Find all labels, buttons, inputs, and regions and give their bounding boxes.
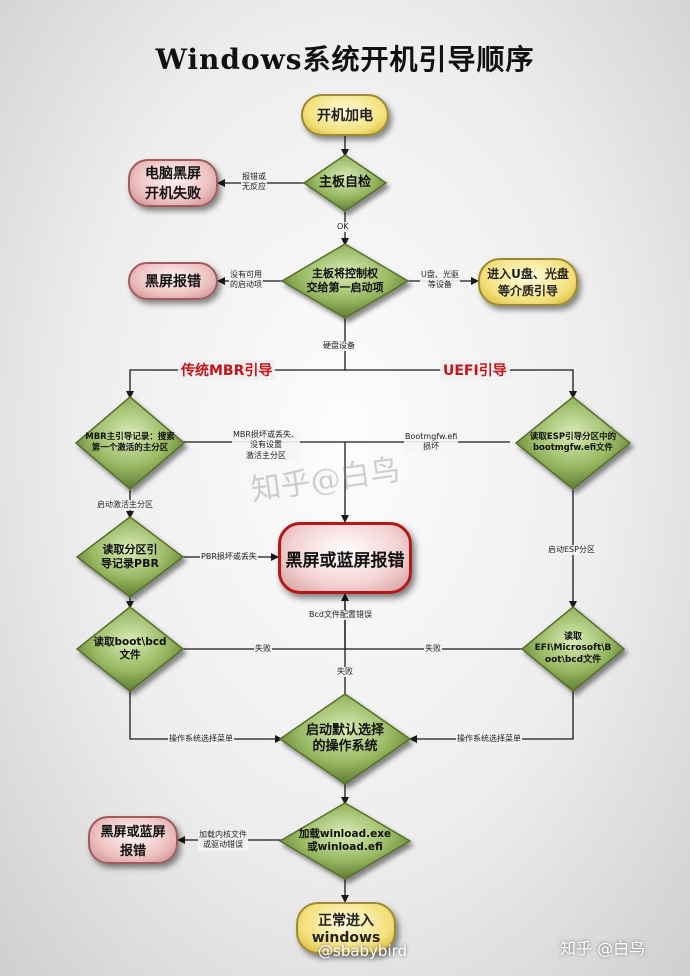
page-title: Windows系统开机引导顺序 bbox=[155, 43, 535, 76]
diamond-esp-read bbox=[514, 396, 632, 490]
edge-label-hard-disk: 硬盘设备 bbox=[322, 341, 356, 352]
edge-label-usb-cd-devices: U盘、光驱 等设备 bbox=[420, 270, 460, 291]
mobo-check-label: 主板自检 bbox=[318, 174, 371, 190]
edge-label-error-no-response: 报错或 无反应 bbox=[241, 172, 267, 193]
diamond-efi-bcd bbox=[520, 606, 626, 692]
diamond-first-boot-item bbox=[280, 243, 410, 319]
diamond-pbr-read bbox=[75, 516, 185, 598]
edge-label-fail-left: 失败 bbox=[254, 644, 272, 655]
edge-label-fail-right: 失败 bbox=[424, 644, 442, 655]
diamond-default-os bbox=[278, 693, 412, 785]
edge-label-pbr-damaged: PBR损坏或丢失 bbox=[200, 552, 258, 563]
black-screen-error-node: 黑屏报错 bbox=[128, 262, 218, 300]
efi-bcd-label: 读取 EFI\Microsoft\B oot\bcd文件 bbox=[534, 632, 612, 665]
diamond-winload bbox=[278, 802, 412, 880]
edge-label-ok: OK bbox=[336, 222, 350, 233]
diamond-mbr-read bbox=[74, 396, 186, 490]
edge-label-bcd-config-error: Bcd文件配置错误 bbox=[308, 610, 373, 621]
mbr-read-label: MBR主引导记录：搜索 第一个激活的主分区 bbox=[85, 432, 175, 453]
edge-label-os-menu-left: 操作系统选择菜单 bbox=[168, 734, 234, 745]
normal-windows-node: 正常进入 windows bbox=[296, 902, 396, 954]
black-blue-screen-error-node: 黑屏或蓝屏报错 bbox=[278, 522, 412, 594]
edge-label-kernel-error: 加载内核文件 或驱动错误 bbox=[198, 830, 248, 851]
power-on-node: 开机加电 bbox=[301, 94, 389, 136]
diamond-mobo-check bbox=[302, 154, 388, 212]
usb-cd-boot-node: 进入U盘、光盘 等介质引导 bbox=[478, 258, 578, 306]
edge-label-bootmgfw-damaged: Bootmgfw.efi 损坏 bbox=[404, 432, 459, 453]
boot-bcd-label: 读取boot\bcd 文件 bbox=[93, 635, 167, 661]
first-boot-item-label: 主板将控制权 交给第一启动项 bbox=[306, 267, 384, 294]
default-os-label: 启动默认选择 的操作系统 bbox=[305, 722, 384, 754]
black-blue-screen-error-node-2: 黑屏或蓝屏 报错 bbox=[88, 816, 178, 864]
branch-uefi-label: UEFI引导 bbox=[440, 360, 510, 380]
edge-label-os-menu-right: 操作系统选择菜单 bbox=[456, 734, 522, 745]
edge-label-fail-center: 失败 bbox=[336, 667, 354, 678]
edge-label-no-boot-item: 没有可用 的启动项 bbox=[229, 270, 263, 291]
winload-label: 加载winload.exe 或winload.efi bbox=[298, 827, 392, 853]
pbr-read-label: 读取分区引 导记录PBR bbox=[101, 543, 159, 570]
edge-label-mbr-damaged: MBR损坏或丢失、 没有设置 激活主分区 bbox=[232, 430, 300, 462]
black-screen-boot-fail-node: 电脑黑屏 开机失败 bbox=[128, 159, 218, 207]
diamond-boot-bcd bbox=[75, 606, 185, 692]
edge-label-boot-esp-partition: 启动ESP分区 bbox=[547, 545, 596, 556]
watermark-bottom-center: @sbabybird bbox=[318, 942, 408, 960]
watermark-bottom-right: 知乎 @白鸟 bbox=[560, 939, 646, 958]
branch-mbr-label: 传统MBR引导 bbox=[178, 360, 276, 380]
edge-label-boot-active-partition: 启动激活主分区 bbox=[96, 500, 154, 511]
esp-read-label: 读取ESP引导分区中的 bootmgfw.efi文件 bbox=[529, 432, 617, 453]
